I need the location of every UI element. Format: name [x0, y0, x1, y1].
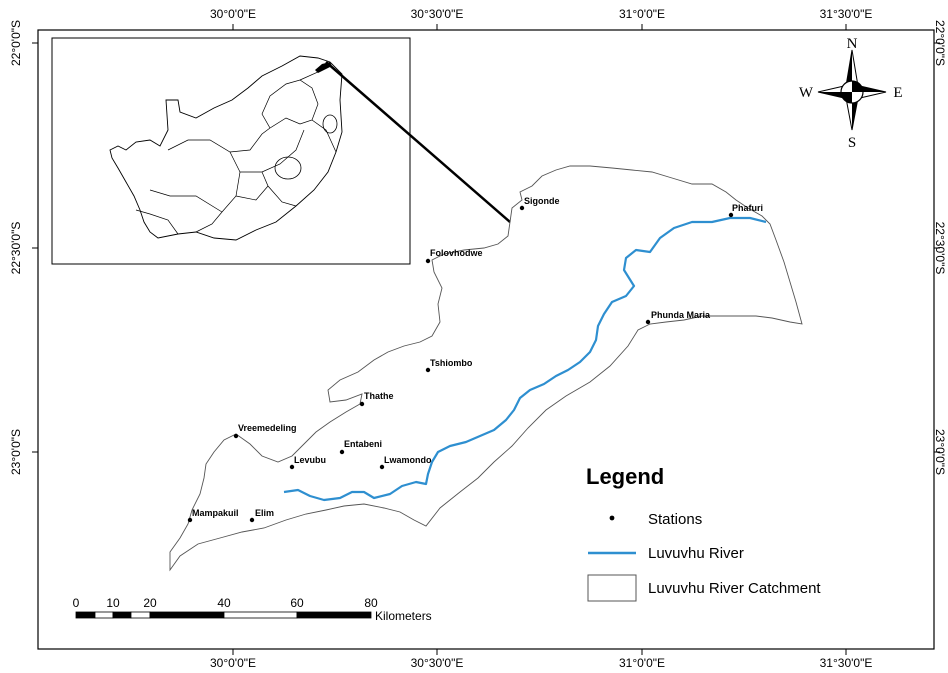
scale-segment [296, 611, 372, 619]
station-label-phafuri: Phafuri [732, 203, 763, 213]
station-label-sigonde: Sigonde [524, 196, 560, 206]
legend-catchment-label: Luvuvhu River Catchment [648, 580, 821, 597]
inset-map [51, 37, 411, 265]
station-dot-elim [249, 517, 255, 523]
compass-label-n: N [847, 36, 858, 52]
station-label-phunda-maria: Phunda Maria [651, 310, 711, 320]
station-dot-mampakuil [187, 517, 193, 523]
top-lon-label: 30°30'0"E [411, 7, 464, 21]
scale-tick-label: 10 [106, 596, 120, 610]
inset-frame [51, 37, 411, 265]
station-dot-entabeni [339, 449, 345, 455]
left-lat-label: 23°0'0"S [9, 429, 23, 475]
inset-connector-line [325, 61, 511, 223]
north-arrow: N S W E [799, 36, 903, 151]
bottom-lon-label: 31°30'0"E [820, 656, 873, 670]
bottom-lon-label: 30°30'0"E [411, 656, 464, 670]
graticule-ticks [32, 24, 940, 655]
inset-swaziland [322, 114, 338, 134]
station-label-mampakuil: Mampakuil [192, 508, 239, 518]
compass-label-e: E [893, 85, 902, 101]
station-label-lwamondo: Lwamondo [384, 455, 432, 465]
scale-segment [223, 611, 298, 619]
catchment-boundary [169, 165, 803, 572]
scale-bar: 0 10 20 40 60 80 Kilometers [73, 596, 432, 623]
station-label-elim: Elim [255, 508, 274, 518]
scale-tick-label: 40 [217, 596, 231, 610]
scale-tick-label: 0 [73, 596, 80, 610]
inset-province-lines [135, 61, 337, 235]
station-label-thathe: Thathe [364, 391, 394, 401]
right-lat-label: 23°0'0"S [933, 429, 947, 475]
scale-unit-label: Kilometers [375, 609, 432, 623]
compass-label-s: S [848, 135, 856, 151]
legend-river-label: Luvuvhu River [648, 545, 744, 562]
station-label-entabeni: Entabeni [344, 439, 382, 449]
scale-segment [94, 611, 114, 619]
top-lon-label: 30°0'0"E [210, 7, 256, 21]
top-lon-label: 31°30'0"E [820, 7, 873, 21]
luvuvhu-river [283, 216, 767, 502]
left-lat-label: 22°0'0"S [9, 20, 23, 66]
station-dot-vreemedeling [233, 433, 239, 439]
inset-country-outline [109, 55, 343, 241]
scale-tick-label: 20 [143, 596, 157, 610]
left-lat-label: 22°30'0"S [9, 222, 23, 275]
map-frame [37, 29, 935, 650]
station-label-levubu: Levubu [294, 455, 326, 465]
station-dot-sigonde [519, 205, 525, 211]
station-dot-tshiombo [425, 367, 431, 373]
scale-tick-label: 60 [290, 596, 304, 610]
top-lon-label: 31°0'0"E [619, 7, 665, 21]
station-dot-folovhodwe [425, 258, 431, 264]
scale-tick-label: 80 [364, 596, 378, 610]
scale-segment [149, 611, 225, 619]
legend-catchment-symbol [587, 574, 637, 602]
station-dot-phunda-maria [645, 319, 651, 325]
inset-lesotho [274, 156, 302, 180]
station-dot-lwamondo [379, 464, 385, 470]
right-lat-label: 22°0'0"S [933, 20, 947, 66]
legend-stations-label: Stations [648, 511, 702, 528]
station-dot-levubu [289, 464, 295, 470]
legend-title: Legend [586, 464, 664, 489]
compass-label-w: W [799, 85, 814, 101]
station-dot-thathe [359, 401, 365, 407]
right-lat-label: 22°30'0"S [933, 222, 947, 275]
bottom-lon-label: 30°0'0"E [210, 656, 256, 670]
scale-segment [75, 611, 96, 619]
station-markers [187, 205, 734, 523]
scale-segment [112, 611, 132, 619]
legend-station-symbol [609, 515, 615, 521]
station-dot-phafuri [728, 212, 734, 218]
legend: Legend Stations Luvuvhu River Luvuvhu Ri… [586, 464, 821, 602]
station-label-vreemedeling: Vreemedeling [238, 423, 297, 433]
station-label-tshiombo: Tshiombo [430, 358, 473, 368]
station-label-folovhodwe: Folovhodwe [430, 248, 483, 258]
scale-segment [130, 611, 151, 619]
bottom-lon-label: 31°0'0"E [619, 656, 665, 670]
